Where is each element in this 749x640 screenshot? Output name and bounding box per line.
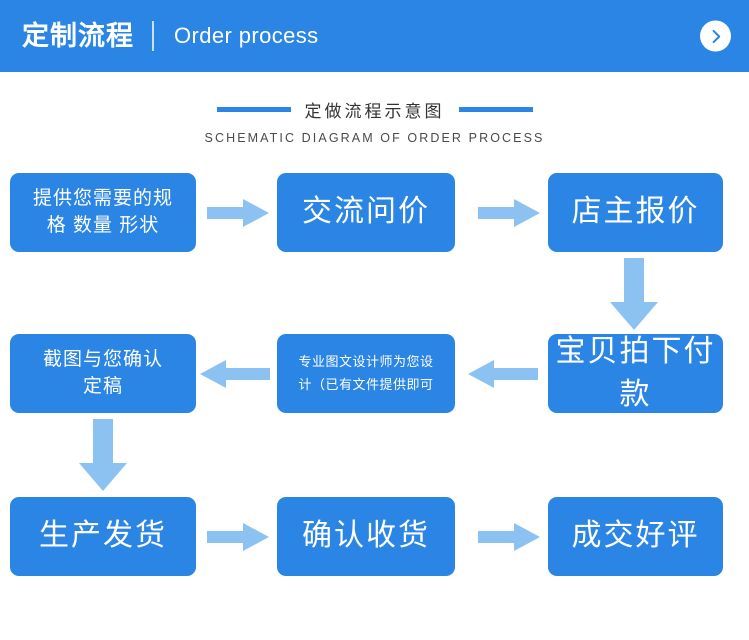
flow-arrow-6 <box>73 419 133 491</box>
flow-step-7: 生产发货 <box>10 497 196 576</box>
flow-step-5: 专业图文设计师为您设 计（已有文件提供即可 <box>277 334 455 413</box>
flow-arrow-3 <box>604 258 664 330</box>
flow-step-1-line1: 提供您需要的规 <box>32 187 173 209</box>
flow-arrow-2 <box>478 199 540 227</box>
flow-step-6: 截图与您确认 定稿 <box>10 334 196 413</box>
section-title-en: SCHEMATIC DIAGRAM OF ORDER PROCESS <box>204 131 545 145</box>
flow-step-2-label: 交流问价 <box>302 195 430 229</box>
header-title-cn: 定制流程 <box>22 20 134 51</box>
flow-step-3: 店主报价 <box>548 173 723 252</box>
flow-arrow-5 <box>468 360 538 388</box>
flow-step-1-line2: 格 数量 形状 <box>46 214 160 236</box>
flow-step-4: 宝贝拍下付款 <box>548 334 723 413</box>
page-header: 定制流程 Order process <box>0 0 749 72</box>
flow-step-8: 确认收货 <box>277 497 455 576</box>
title-rule-left <box>216 107 291 112</box>
flow-step-3-label: 店主报价 <box>571 195 700 229</box>
header-title-en: Order process <box>174 23 319 48</box>
flow-step-9: 成交好评 <box>548 497 723 576</box>
flow-arrow-7 <box>207 523 269 551</box>
flow-step-8-label: 确认收货 <box>302 519 430 553</box>
section-title: 定做流程示意图 SCHEMATIC DIAGRAM OF ORDER PROCE… <box>0 97 749 145</box>
header-divider <box>152 21 154 51</box>
flow-step-7-label: 生产发货 <box>39 519 167 553</box>
flow-step-5-line1: 专业图文设计师为您设 <box>298 353 434 369</box>
section-title-cn: 定做流程示意图 <box>304 102 445 121</box>
flow-step-1: 提供您需要的规 格 数量 形状 <box>10 173 196 252</box>
title-rule-right <box>458 107 533 112</box>
flow-arrow-8 <box>478 523 540 551</box>
order-process-flow: 提供您需要的规 格 数量 形状 交流问价 店主报价 截图与您确认 定稿 <box>0 157 749 587</box>
chevron-right-icon[interactable] <box>700 20 731 52</box>
flow-step-9-label: 成交好评 <box>571 519 700 553</box>
flow-step-6-line1: 截图与您确认 <box>42 348 163 370</box>
flow-step-6-line2: 定稿 <box>82 375 123 397</box>
flow-arrow-4 <box>200 360 270 388</box>
flow-arrow-1 <box>207 199 269 227</box>
flow-step-4-label: 宝贝拍下付款 <box>555 334 716 411</box>
flow-step-2: 交流问价 <box>277 173 455 252</box>
flow-step-5-line2: 计（已有文件提供即可 <box>298 376 434 392</box>
section-title-row: 定做流程示意图 <box>0 97 749 122</box>
